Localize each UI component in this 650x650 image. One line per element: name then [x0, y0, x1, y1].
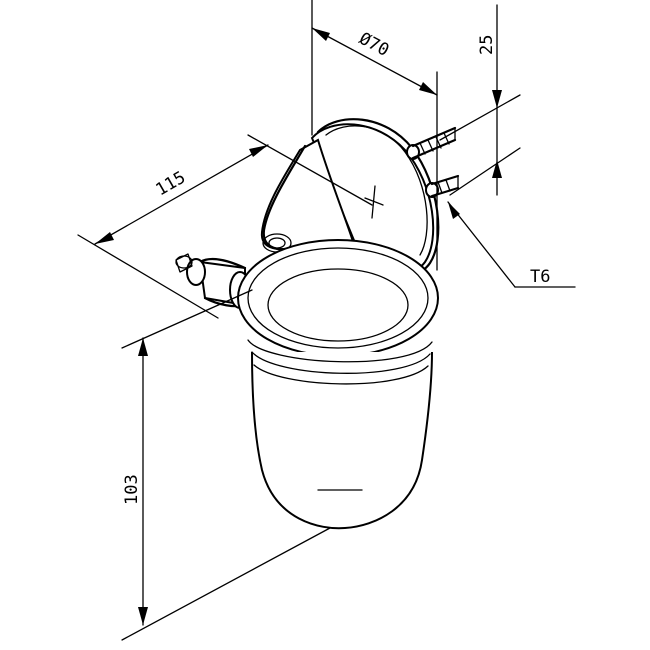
- screw-lower: [425, 174, 460, 198]
- dim-height-label: 103: [122, 474, 142, 505]
- screw-upper: [406, 126, 457, 160]
- center-cross-v: [371, 185, 376, 219]
- dim-screw-spacing-label: 25: [477, 35, 497, 55]
- dim-depth-label: 115: [153, 168, 190, 201]
- leader-screw: T6: [447, 201, 576, 288]
- glass-cup: [247, 339, 433, 530]
- dim-diameter-label: Ø70: [356, 29, 393, 61]
- leader-screw-label: T6: [530, 267, 550, 287]
- dim-height: 103: [121, 289, 331, 641]
- dim-screw-spacing: 25: [439, 4, 521, 196]
- cup-ring: [237, 239, 439, 357]
